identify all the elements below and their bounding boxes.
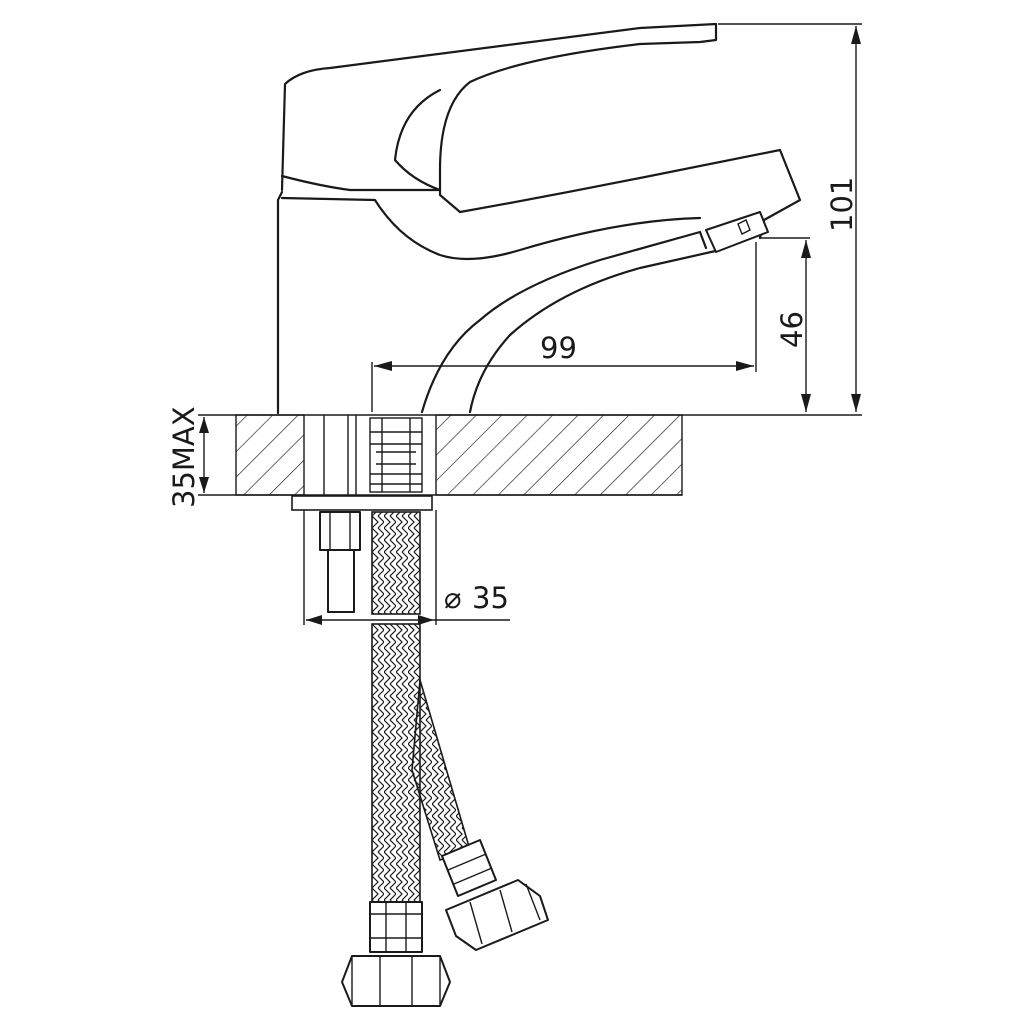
dimension-lines — [198, 23, 862, 625]
dimension-hole-diameter: 35 — [472, 581, 509, 615]
mounting-assembly — [291, 495, 437, 625]
dimension-hole-symbol: ⌀ — [444, 581, 461, 615]
countertop-section — [235, 414, 683, 496]
dimension-counter-thickness: 35MAX — [167, 406, 201, 508]
dimension-spout-reach: 99 — [540, 331, 577, 365]
flexible-hoses — [341, 511, 549, 1007]
dimension-total-height: 101 — [825, 177, 859, 232]
dimension-spout-height: 46 — [775, 311, 809, 348]
faucet-body — [276, 22, 802, 415]
